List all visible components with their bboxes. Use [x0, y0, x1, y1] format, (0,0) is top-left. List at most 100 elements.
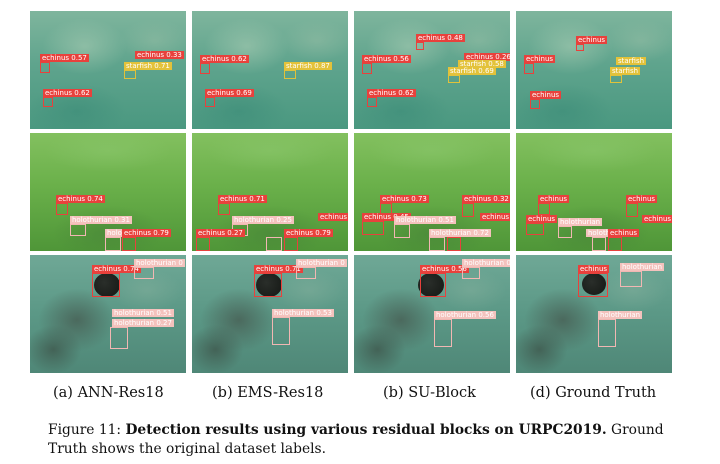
detection-box	[447, 237, 461, 251]
detection-label: starfish 0.58	[458, 60, 506, 68]
panel-b-row-2: echinus 0.71 holothurian 0.25 echinus ec…	[192, 133, 348, 251]
detection-box	[620, 271, 642, 287]
panel-a-row-3: echinus 0.74 holothurian 0 holothurian 0…	[30, 255, 186, 373]
detection-label: holothurian 0.72	[429, 229, 491, 237]
detection-box	[43, 97, 53, 107]
detection-box	[592, 237, 606, 251]
detection-label: starfish 0.69	[448, 67, 496, 75]
detection-label: echinus 0.32	[462, 195, 510, 203]
figure-title: Detection results using various residual…	[125, 422, 607, 438]
detection-box	[272, 317, 290, 345]
detection-box	[394, 224, 410, 238]
panel-d-row-1: echinus echinus starfish starfish echinu…	[516, 11, 672, 129]
detection-box	[524, 63, 534, 74]
detection-label: echinus 0.33	[135, 51, 184, 59]
detection-box	[526, 223, 544, 235]
detection-box	[598, 319, 616, 347]
detection-label: echinus	[524, 55, 556, 63]
detection-label: holothurian 0	[296, 259, 347, 267]
detection-box	[254, 273, 282, 297]
detection-label: starfish 0.87	[284, 62, 332, 70]
panel-d-row-3: echinus holothurian holothurian	[516, 255, 672, 373]
detection-label: echinus	[626, 195, 658, 203]
rock-hole	[582, 273, 606, 295]
figure-text: Ground Truth shows the original dataset …	[48, 422, 664, 457]
detection-label: holothurian	[598, 311, 643, 319]
detection-box	[420, 273, 446, 297]
detection-label: echinus 0.79	[122, 229, 171, 237]
rock-hole	[94, 273, 120, 297]
detection-label: echinus 0.27	[196, 229, 245, 237]
panel-d-caption: (d) Ground Truth	[530, 385, 657, 401]
detection-label: echinus 0.74	[92, 265, 141, 273]
detection-label: echinus 0.48	[416, 34, 465, 42]
detection-label: echinus	[480, 213, 510, 221]
detection-box	[362, 63, 372, 74]
detection-box	[608, 237, 622, 251]
detection-label: echinus 0.62	[200, 55, 249, 63]
detection-box	[558, 226, 572, 238]
detection-label: holothurian 0.27	[112, 319, 174, 327]
rock-hole	[418, 273, 444, 297]
detection-label: echinus 0.62	[367, 89, 416, 97]
panel-c-row-1: echinus 0.48 echinus 0.56 echinus 0.26 s…	[354, 11, 510, 129]
detection-box	[530, 99, 540, 109]
detection-label: echinus	[576, 36, 608, 44]
detection-label: holo	[105, 229, 124, 237]
detection-label: echinus 0.69	[205, 89, 254, 97]
figure-number: Figure 11:	[48, 422, 122, 438]
detection-box	[538, 203, 550, 215]
detection-box	[110, 327, 128, 349]
detection-box	[362, 221, 384, 235]
detection-label: echinus 0.56	[362, 55, 411, 63]
detection-box	[462, 267, 480, 279]
detection-box	[134, 267, 154, 279]
detection-label: echinus	[318, 213, 348, 221]
detection-label: echinus	[608, 229, 640, 237]
detection-label: echinus 0.57	[40, 54, 89, 62]
detection-label: echinus	[538, 195, 570, 203]
detection-label: holothurian 0.51	[112, 309, 174, 317]
detection-box	[205, 97, 215, 107]
panel-c-caption: (b) SU-Block	[383, 385, 476, 401]
detection-label: echinus 0.79	[284, 229, 333, 237]
detection-label: holothurian 0.56	[434, 311, 496, 319]
detection-label: holothurian 0.25	[232, 216, 294, 224]
detection-box	[429, 237, 445, 251]
detection-label: holothurian 0.53	[272, 309, 334, 317]
detection-label: echinus 0.71	[254, 265, 303, 273]
detection-box	[40, 62, 50, 73]
detection-label: echinus 0.26	[464, 53, 510, 61]
detection-label: holothurian 0	[462, 259, 510, 267]
panel-c-row-3: echinus 0.56 holothurian 0 holothurian 0…	[354, 255, 510, 373]
detection-label: holothurian 0.51	[394, 216, 456, 224]
detection-label: starfish	[610, 67, 641, 75]
detection-label: holothurian 0	[134, 259, 185, 267]
detection-label: echinus 0.71	[218, 195, 267, 203]
detection-box	[92, 273, 120, 297]
detection-box	[462, 203, 474, 217]
detection-box	[284, 237, 298, 251]
panel-a-row-2: echinus 0.74 holothurian 0.31 holo echin…	[30, 133, 186, 251]
detection-label: echinus 0.45	[362, 213, 411, 221]
detection-label: starfish 0.71	[124, 62, 172, 70]
detection-box	[105, 237, 121, 251]
panel-a-row-1: echinus 0.57 echinus 0.33 starfish 0.71 …	[30, 11, 186, 129]
panel-b-row-1: echinus 0.62 starfish 0.87 echinus 0.69	[192, 11, 348, 129]
detection-box	[284, 70, 296, 79]
detection-box	[610, 75, 622, 83]
panel-b-caption: (b) EMS-Res18	[212, 385, 324, 401]
detection-box	[416, 42, 424, 50]
panel-b-row-3: echinus 0.71 holothurian 0 holothurian 0…	[192, 255, 348, 373]
detection-label: echinus	[642, 215, 672, 223]
detection-box	[218, 203, 230, 215]
detection-label: echinus	[526, 215, 558, 223]
detection-label: echinus 0.73	[380, 195, 429, 203]
panel-c-row-2: echinus 0.73 echinus 0.32 echinus 0.45 h…	[354, 133, 510, 251]
detection-box	[266, 237, 282, 251]
detection-label: echinus	[578, 265, 610, 273]
detection-label: starfish	[616, 57, 647, 65]
panel-d-row-2: echinus echinus echinus holothurian echi…	[516, 133, 672, 251]
detection-label: holothurian	[620, 263, 665, 271]
detection-box	[626, 203, 638, 217]
